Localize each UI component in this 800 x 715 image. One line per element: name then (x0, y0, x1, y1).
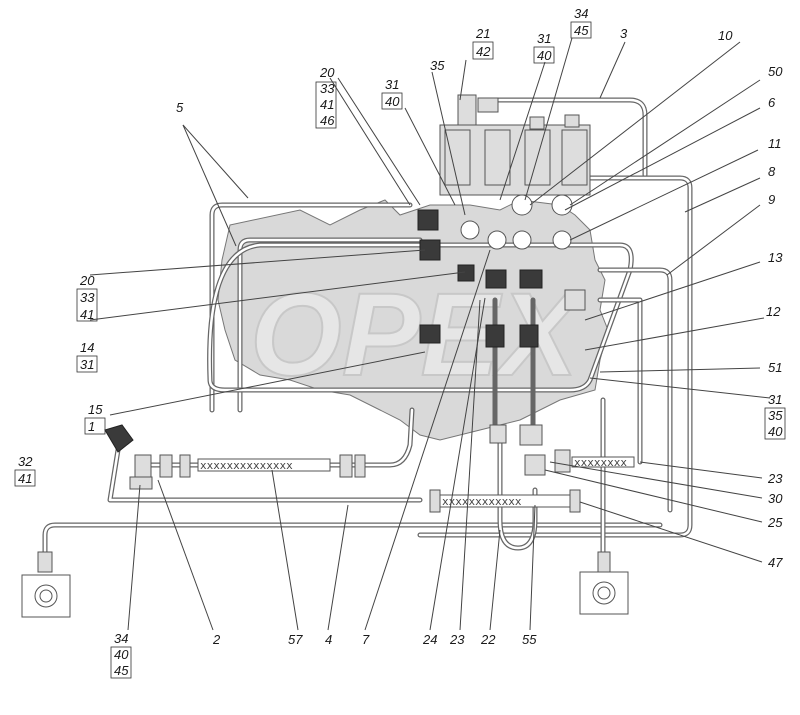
left-elbow (104, 424, 134, 453)
callout-7: 7 (362, 632, 370, 647)
callout-2: 2 (212, 632, 221, 647)
callout-3: 3 (620, 26, 628, 41)
fittings (37, 209, 611, 573)
callout-11: 11 (768, 136, 782, 151)
callout-9: 9 (768, 192, 775, 207)
callout-34-45-bottom: 45 (574, 23, 589, 38)
callout-4: 4 (325, 632, 332, 647)
hose-57-marks: xxxxxxxxxxxxxx (200, 459, 293, 472)
callout-15-1-top: 15 (88, 402, 103, 417)
callout-20b-2: 33 (80, 290, 95, 305)
callout-14-31-top: 14 (80, 340, 94, 355)
hose-23-marks: xxxxxxxx (574, 456, 627, 469)
brake-chamber-left (21, 574, 71, 618)
callout-23-bottom: 23 (449, 632, 465, 647)
callout-31-35-40-2: 35 (768, 408, 783, 423)
callout-51: 51 (768, 360, 782, 375)
valve-block (439, 94, 591, 250)
callout-47: 47 (768, 555, 783, 570)
callout-20a-3: 41 (320, 97, 334, 112)
callout-35: 35 (430, 58, 445, 73)
callout-8: 8 (768, 164, 776, 179)
callout-21-42-top: 21 (475, 26, 490, 41)
callout-20a-1: 20 (319, 65, 335, 80)
hose-55-marks: xxxxxxxxxxxx (442, 495, 522, 508)
pipe-network (42, 97, 693, 573)
brake-chamber-right (579, 571, 629, 615)
callout-5: 5 (176, 100, 184, 115)
callout-57: 57 (288, 632, 303, 647)
frame-body (217, 199, 609, 441)
callout-32-41-top: 32 (18, 454, 33, 469)
callout-34-45-top: 34 (574, 6, 588, 21)
callout-32-41-bottom: 41 (18, 471, 32, 486)
callout-20b-3: 41 (80, 307, 94, 322)
callout-20b-1: 20 (79, 273, 95, 288)
callout-23-right: 23 (767, 471, 783, 486)
callout-31-40a-bottom: 40 (385, 94, 400, 109)
callout-10: 10 (718, 28, 733, 43)
callout-labels: 5 20 33 41 46 31 40 35 21 42 31 40 34 45… (14, 6, 786, 679)
leader-lines (89, 37, 771, 631)
callout-34-40-45-1: 34 (114, 631, 128, 646)
callout-25: 25 (767, 515, 783, 530)
callout-34-40-45-2: 40 (114, 647, 129, 662)
callout-20a-4: 46 (320, 113, 335, 128)
callout-22: 22 (480, 632, 496, 647)
callout-50: 50 (768, 64, 783, 79)
callout-6: 6 (768, 95, 776, 110)
callout-31-40a-top: 31 (385, 77, 399, 92)
callout-31-40b-bottom: 40 (537, 48, 552, 63)
callout-24: 24 (422, 632, 437, 647)
callout-31-40b-top: 31 (537, 31, 551, 46)
callout-13: 13 (768, 250, 783, 265)
callout-21-42-bottom: 42 (476, 44, 491, 59)
callout-31-35-40-3: 40 (768, 424, 783, 439)
callout-55: 55 (522, 632, 537, 647)
hoses: xxxxxxxxxxxxxx xxxxxxxxxxxx xxxxxxxx (197, 456, 635, 508)
callout-14-31-bottom: 31 (80, 357, 94, 372)
callout-34-40-45-3: 45 (114, 663, 129, 678)
callout-20a-2: 33 (320, 81, 335, 96)
callout-12: 12 (766, 304, 781, 319)
callout-30: 30 (768, 491, 783, 506)
callout-31-35-40-1: 31 (768, 392, 782, 407)
callout-15-1-bottom: 1 (88, 419, 95, 434)
